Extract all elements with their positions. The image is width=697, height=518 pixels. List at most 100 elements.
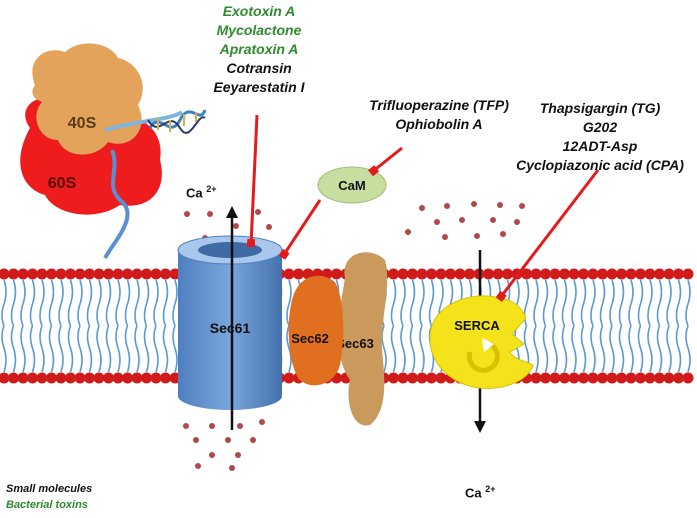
lipid-tail bbox=[637, 325, 644, 373]
lipid-head bbox=[36, 268, 48, 280]
lipid-tail bbox=[1, 325, 7, 373]
serca-label: SERCA bbox=[454, 318, 500, 333]
lipid-head bbox=[55, 372, 67, 384]
lipid-tail bbox=[29, 325, 36, 373]
lipid-head bbox=[388, 268, 399, 280]
lipid-head bbox=[559, 268, 570, 280]
lipid-head bbox=[625, 372, 637, 384]
lipid-head bbox=[141, 268, 152, 280]
lipid-tail bbox=[115, 325, 121, 373]
lipid-tail bbox=[409, 279, 416, 327]
mrna-strand bbox=[104, 110, 184, 132]
lipid-tail bbox=[134, 325, 140, 373]
calcium-ion bbox=[259, 419, 265, 425]
inhibitor-g202: G202 bbox=[582, 119, 618, 135]
lipid-head bbox=[435, 372, 447, 384]
lipid-tail bbox=[428, 279, 435, 327]
inhibitor-12adt-asp: 12ADT-Asp bbox=[562, 138, 638, 154]
lipid-tail bbox=[580, 325, 587, 373]
lipid-tail bbox=[86, 325, 93, 373]
sec62-label: Sec62 bbox=[291, 331, 329, 346]
lipid-head bbox=[606, 268, 618, 280]
lipid-tail bbox=[599, 279, 606, 327]
lipid-tail bbox=[58, 279, 64, 327]
calcium-ion bbox=[233, 223, 239, 229]
serca-inhibitors: Thapsigargin (TG) G202 12ADT-Asp Cyclopi… bbox=[508, 99, 692, 175]
toxin-to-sec61-arrow bbox=[246, 114, 259, 248]
ribosome-60s-label: 60S bbox=[48, 175, 77, 192]
lipid-head bbox=[160, 268, 171, 280]
lipid-head bbox=[17, 268, 29, 280]
lipid-tail bbox=[400, 325, 406, 373]
lipid-head bbox=[397, 372, 409, 384]
lipid-head bbox=[8, 268, 19, 280]
lipid-head bbox=[673, 268, 684, 280]
serca-shape bbox=[429, 295, 534, 389]
lipid-tail bbox=[29, 279, 36, 327]
lipid-head bbox=[112, 268, 124, 280]
ribosome-40s-shape bbox=[32, 43, 143, 155]
lipid-tail bbox=[561, 279, 568, 327]
lipid-tail bbox=[571, 325, 577, 373]
lipid-tail bbox=[124, 279, 131, 327]
lipid-tail bbox=[162, 325, 169, 373]
lipid-head bbox=[36, 372, 48, 384]
lipid-tail bbox=[628, 325, 634, 373]
calcium-ion bbox=[519, 203, 525, 209]
lipid-head bbox=[131, 372, 143, 384]
lipid-head bbox=[46, 372, 57, 384]
sec61-channel bbox=[177, 235, 283, 410]
lipid-head bbox=[597, 372, 608, 384]
lipid-head bbox=[483, 268, 494, 280]
lipid-head bbox=[663, 268, 675, 280]
sec63-label: Sec63 bbox=[336, 336, 374, 351]
lipid-tail bbox=[656, 279, 663, 327]
lipid-head bbox=[27, 372, 38, 384]
calcium-charge: 2+ bbox=[206, 184, 217, 194]
lipid-head bbox=[160, 372, 171, 384]
lipid-head bbox=[578, 268, 589, 280]
lipid-tail bbox=[675, 279, 682, 327]
lipid-tail bbox=[675, 325, 682, 373]
lipid-tail bbox=[134, 279, 140, 327]
lipid-head bbox=[682, 268, 694, 280]
lipid-head bbox=[112, 372, 124, 384]
calcium-ion bbox=[442, 234, 448, 240]
lipid-head bbox=[625, 268, 637, 280]
lipid-head bbox=[644, 372, 656, 384]
calcium-ion bbox=[500, 231, 506, 237]
lipid-tail bbox=[542, 325, 549, 373]
lipid-head bbox=[673, 372, 684, 384]
lipid-tail bbox=[67, 325, 74, 373]
lipid-tail bbox=[143, 325, 150, 373]
inhibitor-cpa: Cyclopiazonic acid (CPA) bbox=[516, 157, 684, 173]
lipid-head bbox=[65, 372, 76, 384]
calcium-ion bbox=[405, 229, 411, 235]
lipid-tail bbox=[647, 325, 653, 373]
lipid-head bbox=[150, 268, 162, 280]
calcium-ion bbox=[474, 233, 480, 239]
lipid-tail bbox=[609, 279, 615, 327]
lipid-tail bbox=[409, 325, 416, 373]
lipid-tail bbox=[124, 325, 131, 373]
lipid-tail bbox=[561, 325, 568, 373]
calcium-symbol: Ca bbox=[186, 185, 203, 201]
toxin-mycolactone: Mycolactone bbox=[216, 22, 302, 38]
lipid-head bbox=[426, 268, 437, 280]
lipid-tail bbox=[533, 325, 539, 373]
ribosome-40s-label: 40S bbox=[68, 115, 97, 132]
lipid-tail bbox=[20, 279, 26, 327]
lipid-tail bbox=[571, 279, 577, 327]
calcium-ion bbox=[229, 465, 235, 471]
inhibitor-eeyarestatin: Eeyarestatin I bbox=[213, 79, 305, 95]
lipid-tail bbox=[143, 279, 150, 327]
lipid-tail bbox=[390, 279, 397, 327]
lipid-head bbox=[635, 268, 646, 280]
lipid-tail bbox=[590, 279, 596, 327]
lipid-tail bbox=[552, 279, 558, 327]
lipid-head bbox=[426, 372, 437, 384]
lipid-head bbox=[17, 372, 29, 384]
lipid-head bbox=[141, 372, 152, 384]
calcium-ion bbox=[497, 202, 503, 208]
